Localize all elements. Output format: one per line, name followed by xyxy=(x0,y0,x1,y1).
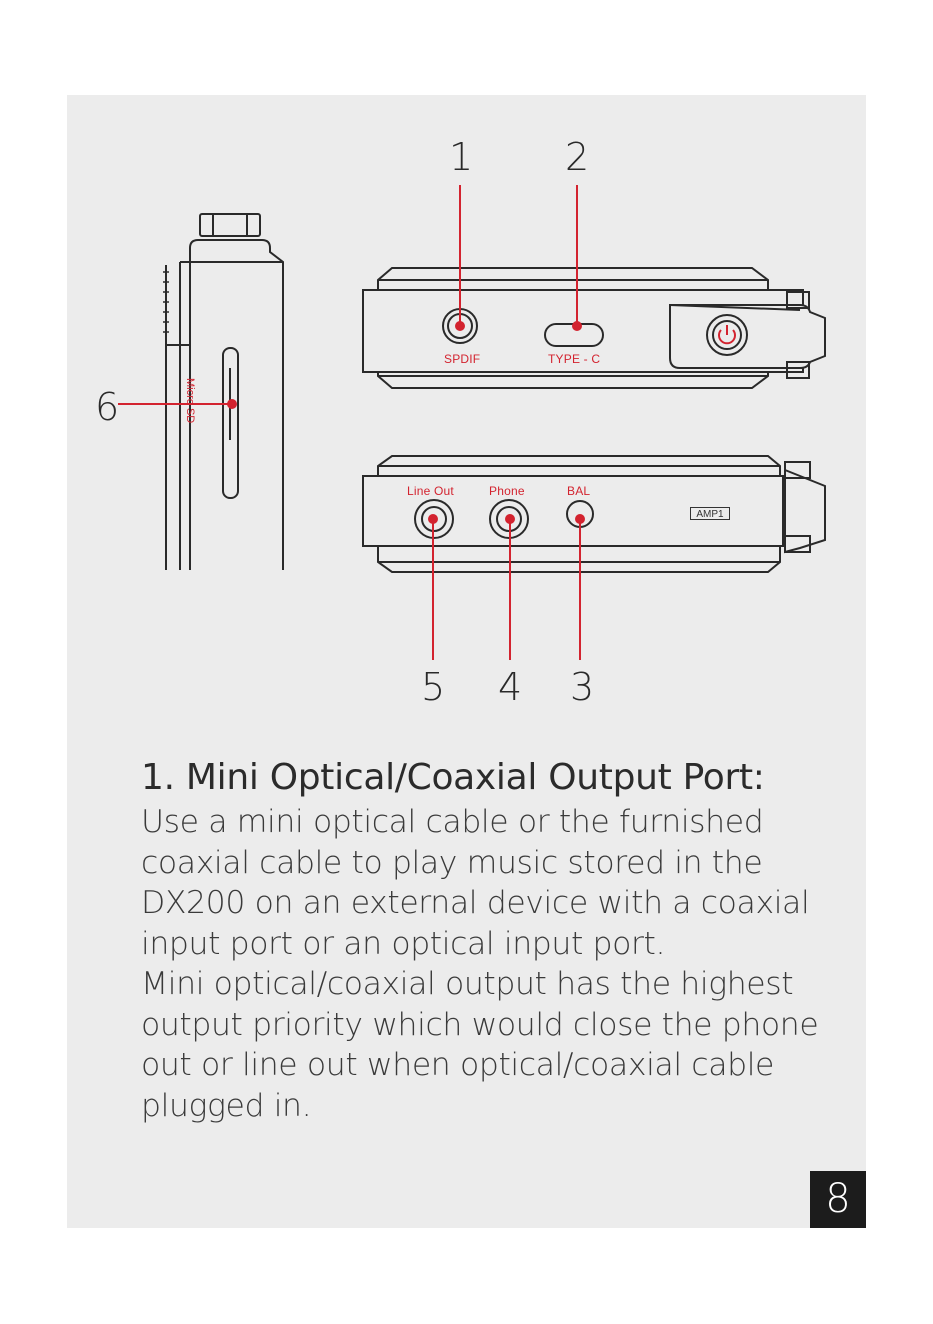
callout-3: 3 xyxy=(570,665,595,709)
label-phone: Phone xyxy=(489,484,525,498)
callout-2: 2 xyxy=(565,135,590,179)
label-line-out: Line Out xyxy=(407,484,454,498)
label-bal: BAL xyxy=(567,484,591,498)
amp-badge: AMP1 xyxy=(690,507,730,520)
power-icon xyxy=(718,325,736,345)
callout-6: 6 xyxy=(95,385,120,429)
bottom-view xyxy=(362,455,826,573)
side-view-texture xyxy=(163,271,169,333)
body-line: Use a mini optical cable or the furnishe… xyxy=(141,804,764,840)
label-micro-sd: Micro SD xyxy=(184,378,196,424)
body-line: DX200 on an external device with a coaxi… xyxy=(141,885,810,921)
body-line: input port or an optical input port. xyxy=(141,925,666,962)
body-line: out or line out when optical/coaxial cab… xyxy=(141,1047,775,1083)
label-spdif: SPDIF xyxy=(444,352,481,366)
top-view xyxy=(362,267,826,389)
callout-lines xyxy=(118,185,585,660)
section-heading: 1. Mini Optical/Coaxial Output Port: xyxy=(141,757,765,798)
body-line: plugged in. xyxy=(141,1087,312,1124)
page-number: 8 xyxy=(810,1171,866,1228)
label-type-c: TYPE - C xyxy=(548,352,601,366)
callout-5: 5 xyxy=(421,665,446,709)
device-diagram xyxy=(118,185,826,660)
body-line: output priority which would close the ph… xyxy=(141,1006,819,1043)
body-text: Use a mini optical cable or the furnishe… xyxy=(141,802,831,1126)
callout-1: 1 xyxy=(449,135,474,179)
body-line: Mini optical/coaxial output has the high… xyxy=(141,966,794,1002)
body-line: coaxial cable to play music stored in th… xyxy=(141,844,763,881)
callout-4: 4 xyxy=(498,665,523,709)
